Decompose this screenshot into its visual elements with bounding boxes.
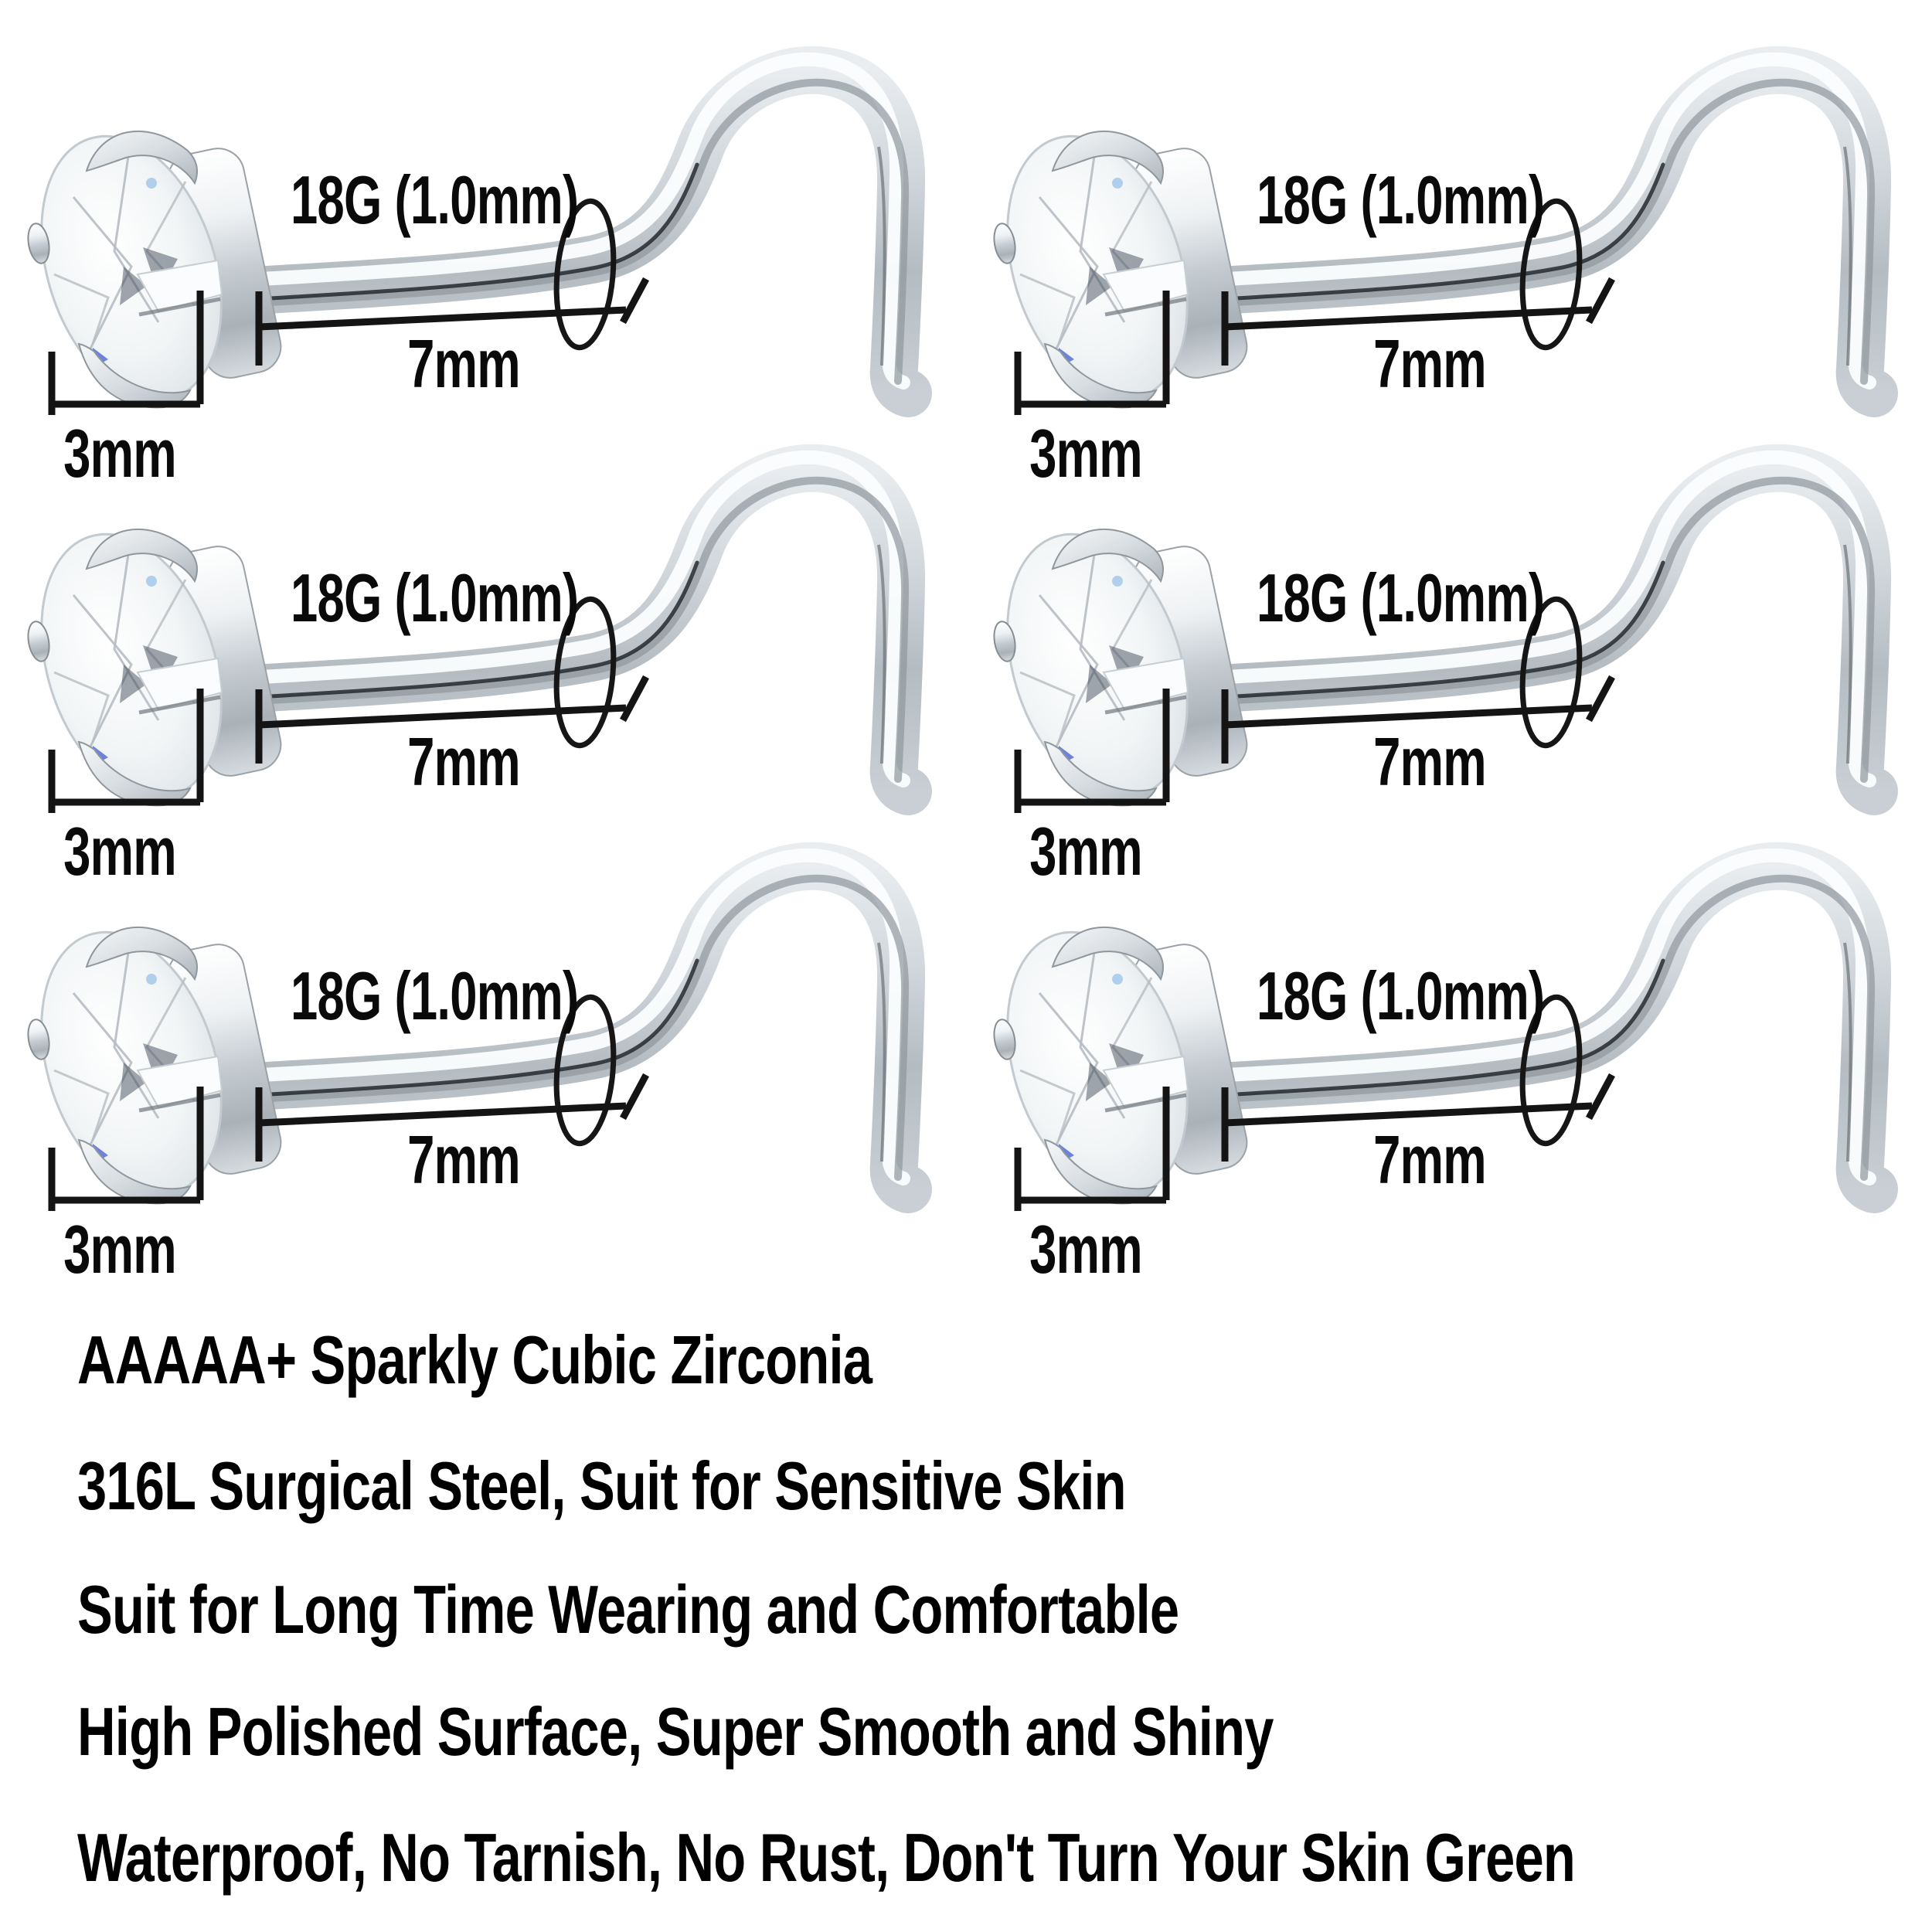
nose-stud-unit: 18G (1.0mm) 7mm 3mm	[0, 417, 966, 886]
feature-line-polished-surface: High Polished Surface, Super Smooth and …	[77, 1693, 1274, 1770]
nose-stud-unit: 18G (1.0mm) 7mm 3mm	[966, 19, 1932, 488]
gauge-label: 18G (1.0mm)	[1257, 560, 1545, 636]
bar-length-label: 7mm	[407, 325, 520, 402]
nose-stud-unit: 18G (1.0mm) 7mm 3mm	[966, 417, 1932, 886]
gem-size-label: 3mm	[63, 813, 176, 889]
gem-size-label: 3mm	[1029, 415, 1142, 492]
bar-length-label: 7mm	[1373, 723, 1486, 800]
bar-length-label: 7mm	[1373, 1121, 1486, 1198]
gauge-label: 18G (1.0mm)	[1257, 957, 1545, 1034]
gauge-label: 18G (1.0mm)	[291, 560, 579, 636]
feature-line-waterproof: Waterproof, No Tarnish, No Rust, Don't T…	[77, 1819, 1576, 1896]
nose-stud-unit: 18G (1.0mm) 7mm 3mm	[0, 19, 966, 488]
bar-length-label: 7mm	[1373, 325, 1486, 402]
nose-stud-unit: 18G (1.0mm) 7mm 3mm	[966, 815, 1932, 1284]
bar-length-label: 7mm	[407, 1121, 520, 1198]
gem-size-label: 3mm	[1029, 813, 1142, 889]
bar-length-label: 7mm	[407, 723, 520, 800]
feature-line-long-wearing: Suit for Long Time Wearing and Comfortab…	[77, 1571, 1179, 1648]
gem-size-label: 3mm	[1029, 1211, 1142, 1287]
feature-line-surgical-steel: 316L Surgical Steel, Suit for Sensitive …	[77, 1447, 1127, 1524]
gem-size-label: 3mm	[63, 1211, 176, 1287]
gem-size-label: 3mm	[63, 415, 176, 492]
gauge-label: 18G (1.0mm)	[291, 957, 579, 1034]
feature-line-cubic-zirconia: AAAAA+ Sparkly Cubic Zirconia	[77, 1321, 872, 1398]
gauge-label: 18G (1.0mm)	[291, 162, 579, 238]
nose-stud-unit: 18G (1.0mm) 7mm 3mm	[0, 815, 966, 1284]
gauge-label: 18G (1.0mm)	[1257, 162, 1545, 238]
